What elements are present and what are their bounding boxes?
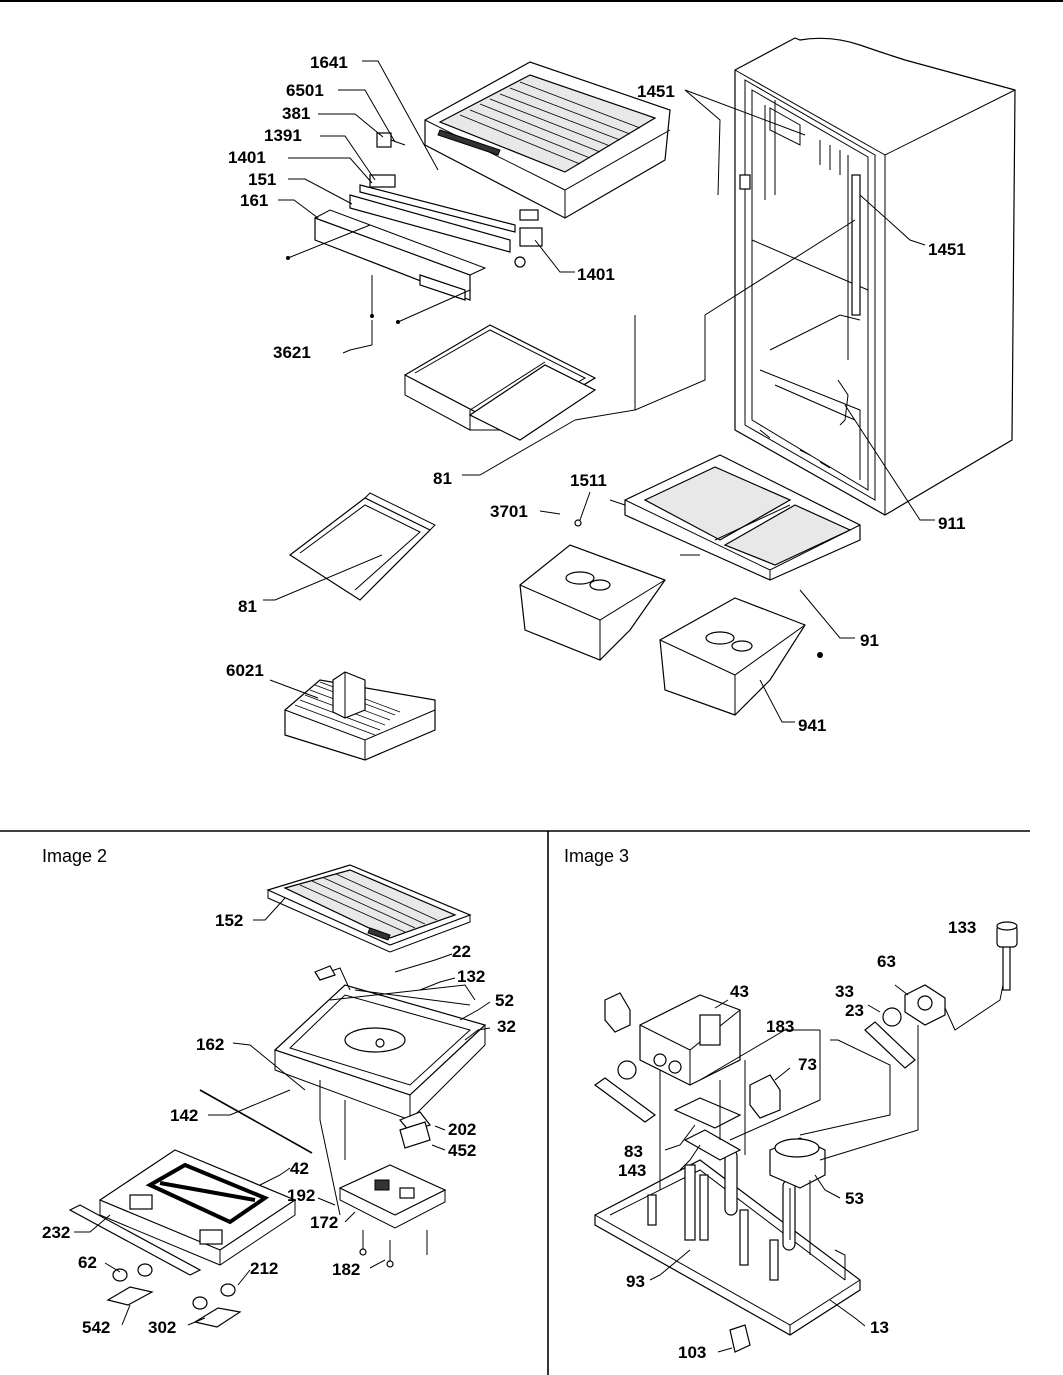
- label-142: 142: [170, 1106, 198, 1125]
- label-183: 183: [766, 1017, 794, 1036]
- housing-43: [604, 992, 741, 1086]
- label-452: 452: [448, 1141, 476, 1160]
- image-3-title: Image 3: [564, 846, 629, 866]
- callout-labels-image-3: 133 63 43 33 183 23 73 83 143 53 93 13 1…: [618, 918, 976, 1362]
- callout-labels-image-1: 1641 6501 381 1391 1401 151 161 1401 362…: [226, 53, 966, 735]
- image-2-meat-pan-assembly: Image 2: [42, 846, 516, 1337]
- label-33: 33: [835, 982, 854, 1001]
- rod-142: [199, 1089, 313, 1154]
- crisper-cover-frame-91: [624, 454, 861, 581]
- tube-left: [724, 1149, 738, 1216]
- damper-left: [593, 1077, 657, 1123]
- control-assembly-172: [338, 1164, 447, 1229]
- callout-labels-image-2: 152 22 132 52 32 162 142 202 452 42 192 …: [42, 911, 516, 1337]
- base-plate-13: [594, 1159, 861, 1336]
- image-2-title: Image 2: [42, 846, 107, 866]
- label-232: 232: [42, 1223, 70, 1242]
- crisper-drawer-left: [519, 544, 666, 661]
- block-83: [673, 1097, 742, 1129]
- meat-pan-tray-42: [98, 1149, 297, 1266]
- label-32: 32: [497, 1017, 516, 1036]
- label-83: 83: [624, 1142, 643, 1161]
- top-shelf-1641: [424, 61, 671, 219]
- label-73: 73: [798, 1055, 817, 1074]
- sensor-cap-133: [996, 921, 1018, 948]
- label-23: 23: [845, 1001, 864, 1020]
- leader-lines-image-1: [263, 60, 935, 723]
- label-202: 202: [448, 1120, 476, 1139]
- label-302: 302: [148, 1318, 176, 1337]
- motor-53: [769, 1137, 826, 1255]
- block-143: [683, 1129, 742, 1161]
- label-1401-right: 1401: [577, 265, 615, 284]
- shelf-81-upper: [403, 324, 597, 441]
- part-103: [729, 1324, 751, 1353]
- label-161: 161: [240, 191, 268, 210]
- shelf-81-lower: [288, 492, 436, 601]
- gear-left: [617, 1060, 637, 1080]
- label-53: 53: [845, 1189, 864, 1208]
- screw-941: [817, 652, 823, 658]
- label-6021: 6021: [226, 661, 264, 680]
- label-152: 152: [215, 911, 243, 930]
- label-52: 52: [495, 991, 514, 1010]
- label-1511: 1511: [570, 471, 607, 490]
- label-192: 192: [287, 1186, 315, 1205]
- label-81-upper: 81: [433, 469, 452, 488]
- label-1391: 1391: [264, 126, 302, 145]
- crisper-drawer-right-941: [659, 597, 806, 716]
- label-3621: 3621: [273, 343, 311, 362]
- part-73: [749, 1074, 781, 1119]
- label-162: 162: [196, 1035, 224, 1054]
- label-133: 133: [948, 918, 976, 937]
- label-22: 22: [452, 942, 471, 961]
- shelf-152: [266, 864, 472, 953]
- label-103: 103: [678, 1343, 706, 1362]
- label-381: 381: [282, 104, 310, 123]
- bracket-452: [399, 1121, 431, 1149]
- label-42: 42: [290, 1159, 309, 1178]
- label-93: 93: [626, 1272, 645, 1291]
- rail-232: [68, 1204, 202, 1276]
- label-151: 151: [248, 170, 276, 189]
- leader-lines-image-2: [74, 897, 491, 1326]
- thermostat-63: [904, 939, 1011, 1031]
- label-542: 542: [82, 1318, 110, 1337]
- label-1401-left: 1401: [228, 148, 266, 167]
- light-housing-assembly: [286, 132, 543, 324]
- label-6501: 6501: [286, 81, 324, 100]
- label-911: 911: [938, 514, 965, 533]
- label-212: 212: [250, 1259, 278, 1278]
- label-1641: 1641: [310, 53, 348, 72]
- label-1451-right: 1451: [928, 240, 966, 259]
- image-3-control-assembly: Image 3: [564, 846, 1018, 1362]
- label-941: 941: [798, 716, 826, 735]
- label-172: 172: [310, 1213, 338, 1232]
- label-63: 63: [877, 952, 896, 971]
- meat-pan-housing: [273, 965, 487, 1121]
- label-143: 143: [618, 1161, 646, 1180]
- label-132: 132: [457, 967, 485, 986]
- label-91: 91: [860, 631, 879, 650]
- label-3701: 3701: [490, 502, 528, 521]
- label-13: 13: [870, 1318, 889, 1337]
- image-1-refrigerator-interior: 1641 6501 381 1391 1401 151 161 1401 362…: [226, 37, 1016, 761]
- leader-lines-image-3: [649, 984, 919, 1353]
- label-81-lower: 81: [238, 597, 257, 616]
- label-62: 62: [78, 1253, 97, 1272]
- wire-rack-6021: [284, 671, 436, 761]
- damper-23: [864, 1021, 916, 1069]
- part-1511: [574, 519, 582, 527]
- refrigerator-cabinet: [734, 37, 1016, 516]
- panel-dividers: [0, 830, 1030, 1375]
- gear-33: [882, 1007, 902, 1027]
- adjuster-parts: [106, 1230, 428, 1328]
- label-182: 182: [332, 1260, 360, 1279]
- label-1451-top: 1451: [637, 82, 675, 101]
- label-43: 43: [730, 982, 749, 1001]
- tube-right: [782, 1179, 796, 1251]
